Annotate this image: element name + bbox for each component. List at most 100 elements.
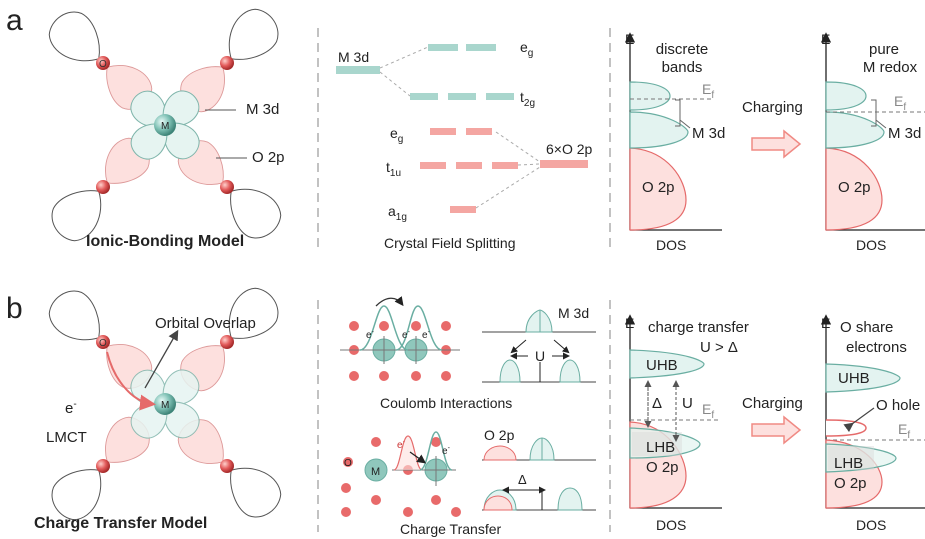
charging-label: Charging bbox=[742, 395, 803, 412]
oxygen-site bbox=[431, 437, 441, 447]
lmct-arrow bbox=[106, 351, 156, 411]
oxygen-atom bbox=[96, 180, 110, 194]
dos-title: M redox bbox=[863, 59, 918, 76]
dos-title: pure bbox=[869, 41, 899, 58]
dos-charge-transfer: E DOS charge transfer U > Δ UHB LHB O 2p… bbox=[624, 314, 749, 533]
m3d-band bbox=[525, 309, 553, 333]
ionic-model-title: Ionic-Bonding Model bbox=[86, 233, 244, 250]
m3d-band bbox=[825, 81, 867, 111]
o-hole-label: O hole bbox=[876, 397, 920, 414]
t1u-level bbox=[420, 162, 446, 169]
cf-connector bbox=[379, 46, 429, 69]
m3d-band-label: M 3d bbox=[692, 125, 725, 142]
dos-discrete-bands: E DOS discrete bands Ef M 3d O 2p bbox=[624, 31, 725, 253]
oxygen-label: O bbox=[99, 59, 107, 70]
overlap-pointer bbox=[144, 329, 179, 389]
t1u-label: t1u bbox=[386, 159, 401, 179]
o2p-band bbox=[825, 147, 883, 231]
electron-label: e- bbox=[402, 329, 411, 341]
cf-connector bbox=[379, 71, 411, 97]
oxygen-site bbox=[341, 507, 351, 517]
o2p-level bbox=[540, 160, 588, 168]
dos-axis-label: DOS bbox=[656, 237, 686, 253]
o2p-label: O 2p bbox=[252, 149, 285, 166]
dos-o-share-electrons: E DOS O share electrons UHB O hole Ef LH… bbox=[820, 314, 925, 533]
eg-bonding-level bbox=[430, 128, 456, 135]
eg-level bbox=[428, 44, 458, 51]
uhb-label: UHB bbox=[838, 370, 870, 387]
oxygen-site bbox=[371, 437, 381, 447]
ionic-bonding-molecule: O M bbox=[40, 0, 290, 250]
o2p-band-label: O 2p bbox=[834, 475, 867, 492]
t1u-level bbox=[456, 162, 482, 169]
charge-transfer-title: Charge Transfer bbox=[400, 521, 501, 537]
oxygen-atom bbox=[96, 335, 110, 349]
m3d-pointer bbox=[679, 119, 691, 129]
o-hole-pointer bbox=[843, 407, 875, 433]
oxygen-label: O bbox=[99, 338, 107, 349]
o2p-band-label: O 2p bbox=[838, 179, 871, 196]
charging-label: Charging bbox=[742, 99, 803, 116]
oxygen-atom bbox=[96, 56, 110, 70]
u-label: U bbox=[535, 348, 545, 364]
metal-label: M bbox=[161, 400, 169, 411]
split-stem bbox=[553, 339, 570, 354]
energy-axis-label: E bbox=[625, 31, 634, 47]
m3d-band bbox=[825, 111, 885, 149]
dos-title: electrons bbox=[846, 339, 907, 356]
o2p-band bbox=[483, 445, 517, 461]
t2g-level bbox=[410, 93, 438, 100]
oxygen-atom bbox=[220, 459, 234, 473]
dos-title: bands bbox=[662, 59, 703, 76]
electron-label: e- bbox=[366, 329, 375, 341]
cf-connector bbox=[495, 131, 541, 163]
lhb-label: LHB bbox=[834, 455, 863, 472]
o2p-multiplicity-label: 6×O 2p bbox=[546, 141, 593, 157]
cf-m3d-label: M 3d bbox=[338, 49, 369, 65]
lhb-band bbox=[629, 427, 701, 459]
dos-title: charge transfer bbox=[648, 319, 749, 336]
oxygen-site bbox=[349, 371, 359, 381]
delta-label: Δ bbox=[652, 395, 662, 412]
energy-axis-label: E bbox=[821, 31, 830, 47]
lhb-label: LHB bbox=[646, 439, 675, 456]
charge-transfer-molecule: O M bbox=[40, 279, 290, 529]
fermi-label: Ef bbox=[702, 81, 714, 101]
oxygen-site bbox=[341, 483, 351, 493]
overlap-shade bbox=[828, 446, 874, 470]
charging-arrow bbox=[751, 129, 802, 159]
energy-axis-label: E bbox=[625, 315, 634, 331]
dos-axis-label: DOS bbox=[856, 517, 886, 533]
legend-oxygen-label: O bbox=[344, 458, 352, 469]
lattice: e- e- e- bbox=[340, 296, 460, 381]
oxygen-atom bbox=[220, 335, 234, 349]
split-stem bbox=[510, 339, 527, 354]
oxygen-atom bbox=[220, 56, 234, 70]
oxygen-site bbox=[379, 371, 389, 381]
uhb-band bbox=[825, 363, 901, 393]
fermi-label: Ef bbox=[898, 421, 910, 441]
oxygen-site bbox=[403, 507, 413, 517]
legend-metal-label: M bbox=[371, 466, 380, 478]
metal-atom bbox=[154, 114, 176, 136]
cf-connector bbox=[517, 163, 541, 166]
dos-axis-label: DOS bbox=[656, 517, 686, 533]
delta-label: Δ bbox=[518, 472, 527, 487]
legend-oxygen bbox=[343, 457, 353, 467]
a1g-label: a1g bbox=[388, 203, 407, 223]
crystal-field-title: Crystal Field Splitting bbox=[384, 235, 516, 251]
m3d-bracket bbox=[675, 99, 681, 127]
oxygen-site bbox=[451, 507, 461, 517]
u-label: U bbox=[682, 395, 693, 412]
oxygen-site bbox=[349, 321, 359, 331]
eg-lower-label: eg bbox=[390, 125, 403, 145]
panel-letter-a: a bbox=[6, 4, 23, 37]
oxygen-site bbox=[411, 371, 421, 381]
m3d-pointer bbox=[875, 119, 887, 129]
charging-arrow bbox=[751, 415, 802, 445]
coulomb-diagram: e- e- e- M 3d U Coulomb Interactions bbox=[340, 296, 596, 411]
m3d-band-label: M 3d bbox=[888, 125, 921, 142]
ct-o2p-label: O 2p bbox=[484, 427, 515, 443]
uhb-band bbox=[557, 487, 583, 511]
